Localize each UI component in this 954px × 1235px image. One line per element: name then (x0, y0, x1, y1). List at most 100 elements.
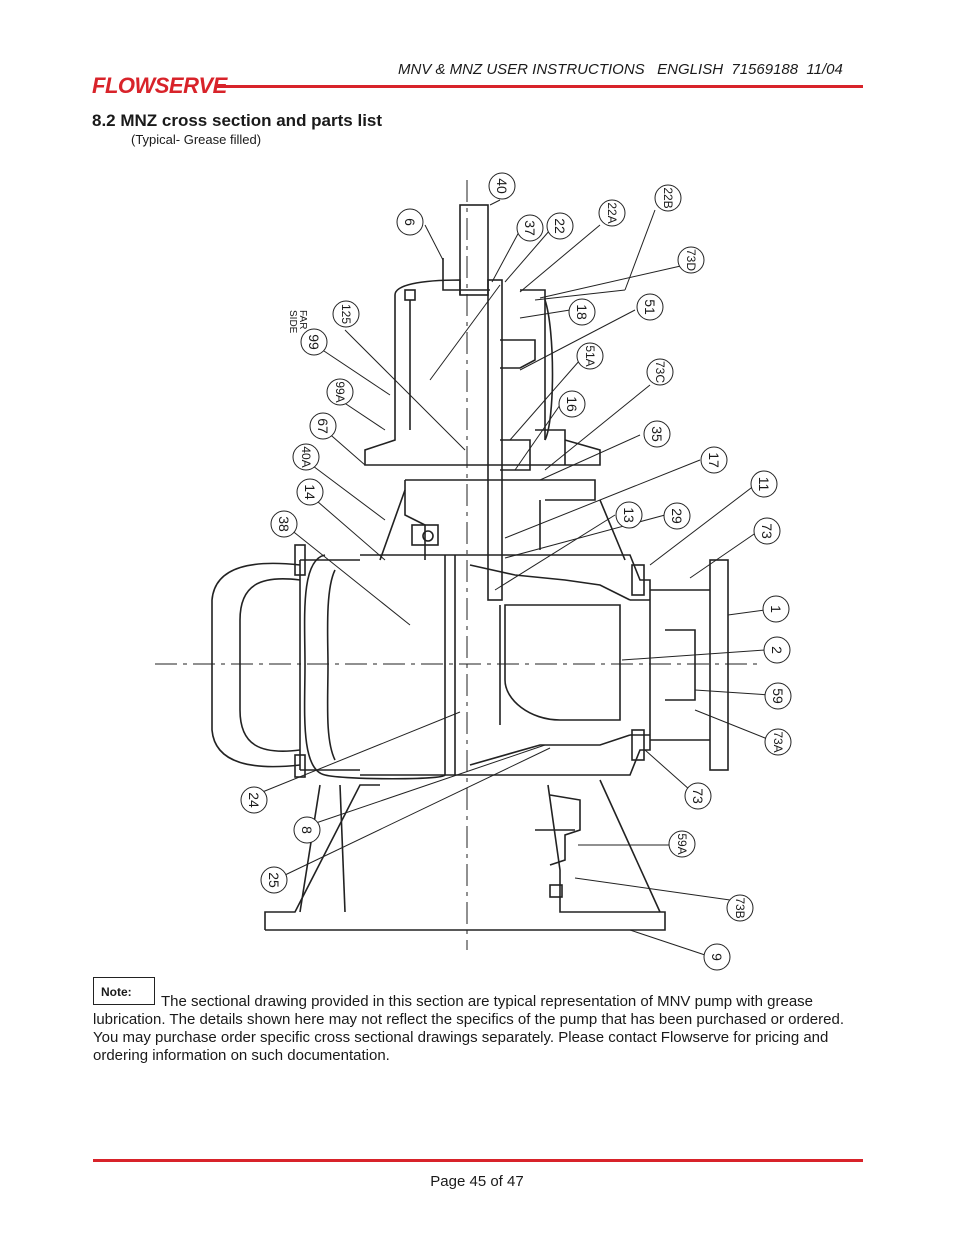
callout-circle (703, 943, 731, 971)
callout-label: 29 (669, 508, 685, 524)
section-title: 8.2 MNZ cross section and parts list (92, 111, 383, 130)
callout-73: 73 (753, 517, 781, 545)
callout-circle (292, 443, 320, 471)
callout-73a: 73A (764, 728, 792, 756)
callout-circle (726, 894, 754, 922)
callout-label: 22 (552, 218, 568, 234)
callout-35: 35 (643, 420, 671, 448)
callout-circle (568, 298, 596, 326)
footer-divider (93, 1159, 863, 1162)
callout-label: 24 (246, 792, 262, 808)
callout-125: 125 (332, 300, 360, 328)
callout-circle (615, 501, 643, 529)
callout-2: 2 (763, 636, 791, 664)
callout-label: 13 (621, 507, 637, 523)
callout-label: 59 (770, 688, 786, 704)
callout-22: 22 (546, 212, 574, 240)
callout-circle (293, 816, 321, 844)
callout-label: 38 (276, 516, 292, 532)
callout-circle (332, 300, 360, 328)
callout-circle (240, 786, 268, 814)
callout-99a: 99A (326, 378, 354, 406)
document-reference: MNV & MNZ USER INSTRUCTIONS ENGLISH 7156… (398, 61, 843, 78)
callout-40: 40 (488, 172, 516, 200)
callout-circle (558, 390, 586, 418)
callout-38: 38 (270, 510, 298, 538)
callout-label: 40A (299, 446, 313, 467)
callout-circle (576, 342, 604, 370)
callout-label: 14 (302, 484, 318, 500)
callout-59a: 59A (668, 830, 696, 858)
callout-51a: 51A (576, 342, 604, 370)
callout-73b: 73B (726, 894, 754, 922)
callout-99: 99 (300, 328, 328, 356)
far-side-label: FAR (297, 310, 308, 329)
callout-circle (684, 782, 712, 810)
callout-label: 73B (733, 897, 747, 918)
callout-label: 73C (653, 361, 667, 383)
callout-circle (260, 866, 288, 894)
callout-label: 9 (709, 953, 725, 961)
part-callouts: FAR SIDE (287, 310, 308, 334)
callout-circle (270, 510, 298, 538)
callout-label: 73D (684, 249, 698, 271)
callout-9: 9 (703, 943, 731, 971)
callout-73c: 73C (646, 358, 674, 386)
callout-label: 125 (339, 304, 353, 324)
callout-circle (763, 636, 791, 664)
callout-67: 67 (309, 412, 337, 440)
callout-label: 6 (402, 218, 418, 226)
callout-circle (753, 517, 781, 545)
callout-label: 40 (494, 178, 510, 194)
callout-circle (396, 208, 424, 236)
page-number: Page 45 of 47 (430, 1173, 524, 1190)
section-subtitle: (Typical- Grease filled) (131, 132, 262, 147)
callout-6: 6 (396, 208, 424, 236)
callout-label: 2 (769, 646, 785, 654)
callout-circle (663, 502, 691, 530)
callout-label: 22A (605, 202, 619, 223)
far-side-label: SIDE (287, 310, 298, 334)
callout-circle (654, 184, 682, 212)
callout-label: 35 (649, 426, 665, 442)
callout-37: 37 (516, 214, 544, 242)
callout-label: 51A (583, 345, 597, 366)
callout-40a: 40A (292, 443, 320, 471)
callout-17: 17 (700, 446, 728, 474)
callout-circle (643, 420, 671, 448)
callout-circle (646, 358, 674, 386)
callout-22a: 22A (598, 199, 626, 227)
callout-51: 51 (636, 293, 664, 321)
callout-circle (300, 328, 328, 356)
callout-13: 13 (615, 501, 643, 529)
callout-circle (750, 470, 778, 498)
callout-label: 99A (333, 381, 347, 402)
callout-circle (598, 199, 626, 227)
callout-16: 16 (558, 390, 586, 418)
callout-circle (668, 830, 696, 858)
callout-label: 16 (564, 396, 580, 412)
callout-label: 17 (706, 452, 722, 468)
callout-circle (516, 214, 544, 242)
callout-circle (764, 728, 792, 756)
callout-label: 1 (768, 605, 784, 613)
callout-59: 59 (764, 682, 792, 710)
callout-circle (309, 412, 337, 440)
callout-label: 73A (771, 731, 785, 752)
callout-14: 14 (296, 478, 324, 506)
callout-label: 22B (661, 187, 675, 208)
note-label: Note: (93, 977, 155, 1005)
callout-circle (764, 682, 792, 710)
flowserve-logo: FLOWSERVE (92, 73, 227, 98)
callout-circle (488, 172, 516, 200)
callout-label: 99 (306, 334, 322, 350)
callout-label: 25 (266, 872, 282, 888)
callout-label: 37 (522, 220, 538, 236)
note-text: The sectional drawing provided in this s… (93, 993, 844, 1064)
callout-8: 8 (293, 816, 321, 844)
callout-24: 24 (240, 786, 268, 814)
callout-label: 67 (315, 418, 331, 434)
callout-1: 1 (762, 595, 790, 623)
callout-label: 73 (759, 523, 775, 539)
callout-circle (296, 478, 324, 506)
